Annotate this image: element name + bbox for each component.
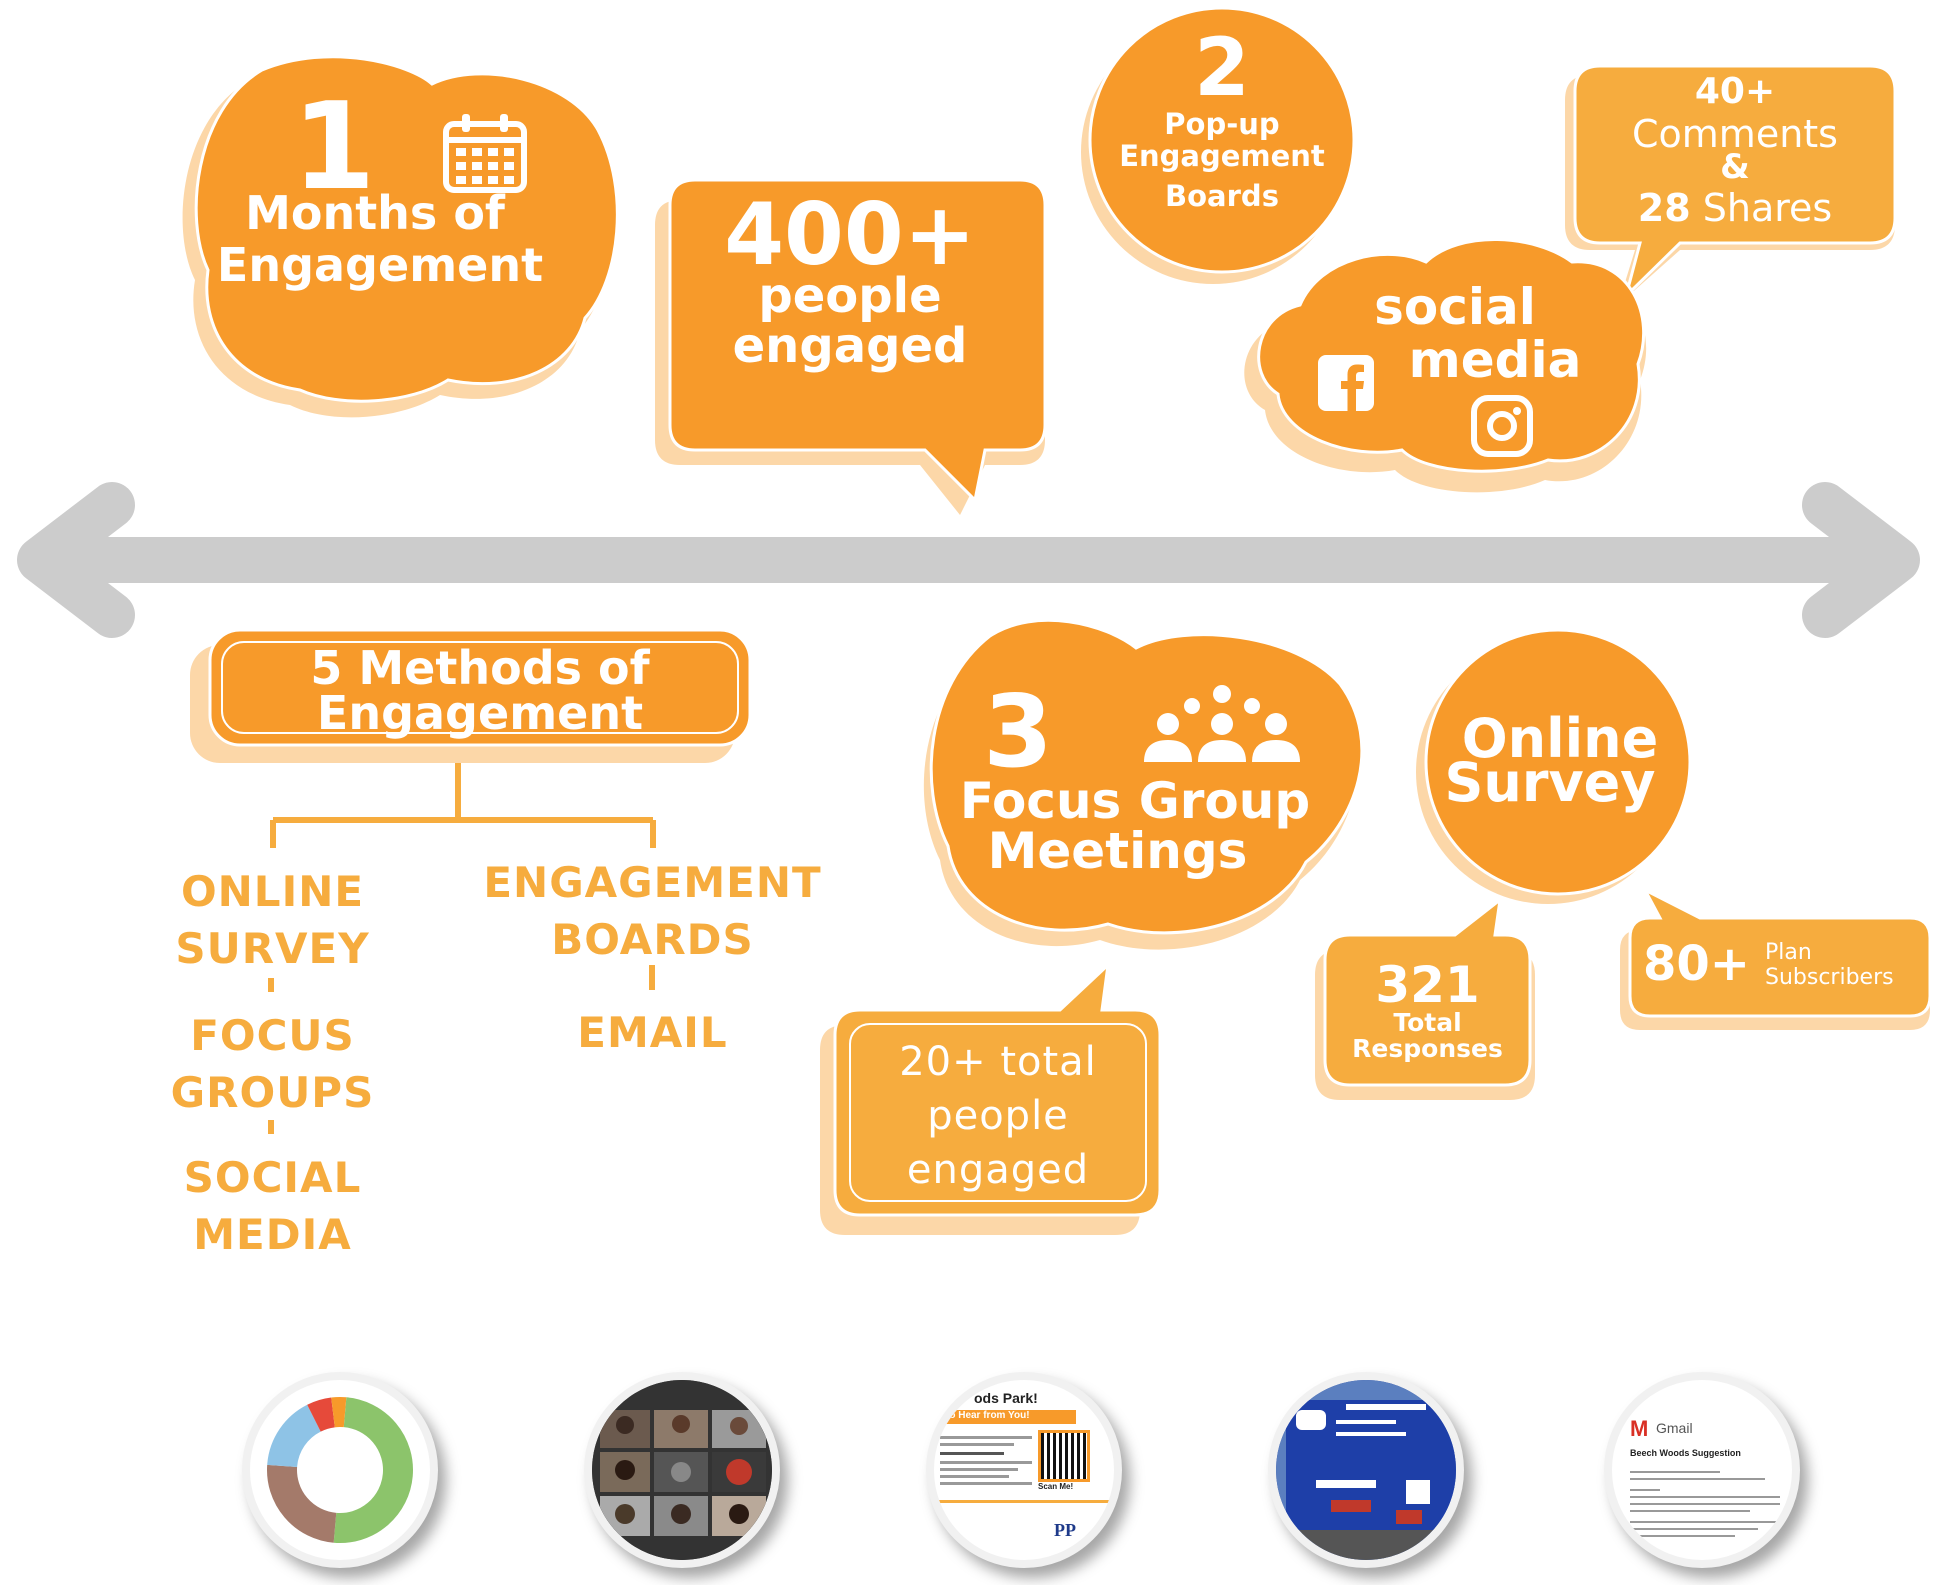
methods-box [208, 628, 752, 747]
methods-title-line2: Engagement [316, 686, 644, 740]
people-group-icon [1140, 684, 1305, 764]
method-engagement-boards: ENGAGEMENT BOARDS [483, 858, 822, 964]
social-cloud [1257, 238, 1646, 473]
comments-line1: 40+ [1694, 71, 1776, 112]
popup-line3: Boards [1165, 179, 1279, 213]
engagement-board-thumbnail [1268, 1372, 1464, 1568]
popup-number: 2 [1194, 21, 1250, 114]
subscribers-line1: Plan [1765, 940, 1812, 965]
instagram-icon [1470, 394, 1534, 458]
responses-line2: Responses [1352, 1034, 1503, 1063]
focus-number: 3 [983, 673, 1053, 790]
people-line1: people [758, 268, 942, 324]
flyer-text-lines [940, 1432, 1032, 1489]
focus-total-text: 20+ total people engaged [899, 1039, 1097, 1193]
subscribers-line2: Subscribers [1765, 965, 1894, 990]
calendar-icon [442, 112, 528, 194]
flyer-logo: PP [1054, 1520, 1076, 1540]
comments-line4: 28 Shares [1595, 186, 1875, 230]
shares-number: 28 [1637, 186, 1691, 230]
facebook-icon [1318, 355, 1374, 411]
people-number: 400+ [724, 185, 976, 285]
popup-line2: Engagement [1119, 139, 1325, 173]
focus-total-bubble [833, 961, 1162, 1217]
gmail-label: Gmail [1656, 1420, 1693, 1436]
responses-bubble [1323, 896, 1532, 1087]
survey-line2: Survey [1444, 751, 1656, 814]
popup-circle [1088, 6, 1356, 274]
flyer-title: ods Park! [974, 1390, 1038, 1406]
social-line2: media [1408, 331, 1582, 389]
method-email: EMAIL [577, 1008, 728, 1057]
comments-line3: & [1720, 147, 1750, 187]
comments-bubble [1573, 64, 1897, 301]
popup-line1: Pop-up [1164, 107, 1280, 141]
qr-code-icon [1038, 1430, 1090, 1482]
people-bubble [668, 178, 1047, 504]
focus-line1: Focus Group [959, 772, 1311, 830]
method-focus-groups: FOCUS GROUPS [170, 1011, 375, 1117]
methods-title-line1: 5 Methods of [310, 641, 650, 695]
responses-line1: Total [1393, 1008, 1462, 1037]
flyer-banner: to Hear from You! [934, 1410, 1076, 1424]
focus-line2: Meetings [987, 822, 1248, 880]
flyer-thumbnail: ods Park! to Hear from You! Scan Me! PP [926, 1372, 1122, 1568]
email-subject: Beech Woods Suggestion [1630, 1448, 1741, 1458]
comments-line2: Comments [1632, 112, 1838, 156]
months-line2: Engagement [216, 238, 544, 292]
flyer-scan: Scan Me! [1038, 1482, 1074, 1491]
survey-circle [1424, 628, 1692, 896]
email-thumbnail: M Gmail Beech Woods Suggestion [1604, 1372, 1800, 1568]
method-online-survey: ONLINE SURVEY [175, 867, 370, 973]
gmail-icon: M [1630, 1416, 1649, 1441]
method-social-media: SOCIAL MEDIA [183, 1153, 362, 1259]
shares-label: Shares [1690, 186, 1833, 230]
survey-chart-thumbnail [242, 1372, 438, 1568]
people-line2: engaged [732, 318, 968, 374]
social-line1: social [1374, 278, 1536, 336]
subscribers-bubble [1628, 886, 1932, 1018]
subscribers-number: 80+ [1643, 936, 1751, 992]
responses-number: 321 [1375, 956, 1480, 1014]
video-call-thumbnail [584, 1372, 780, 1568]
months-line1: Months of [245, 186, 505, 240]
email-body-lines [1630, 1466, 1780, 1542]
survey-line1: Online [1461, 707, 1659, 770]
